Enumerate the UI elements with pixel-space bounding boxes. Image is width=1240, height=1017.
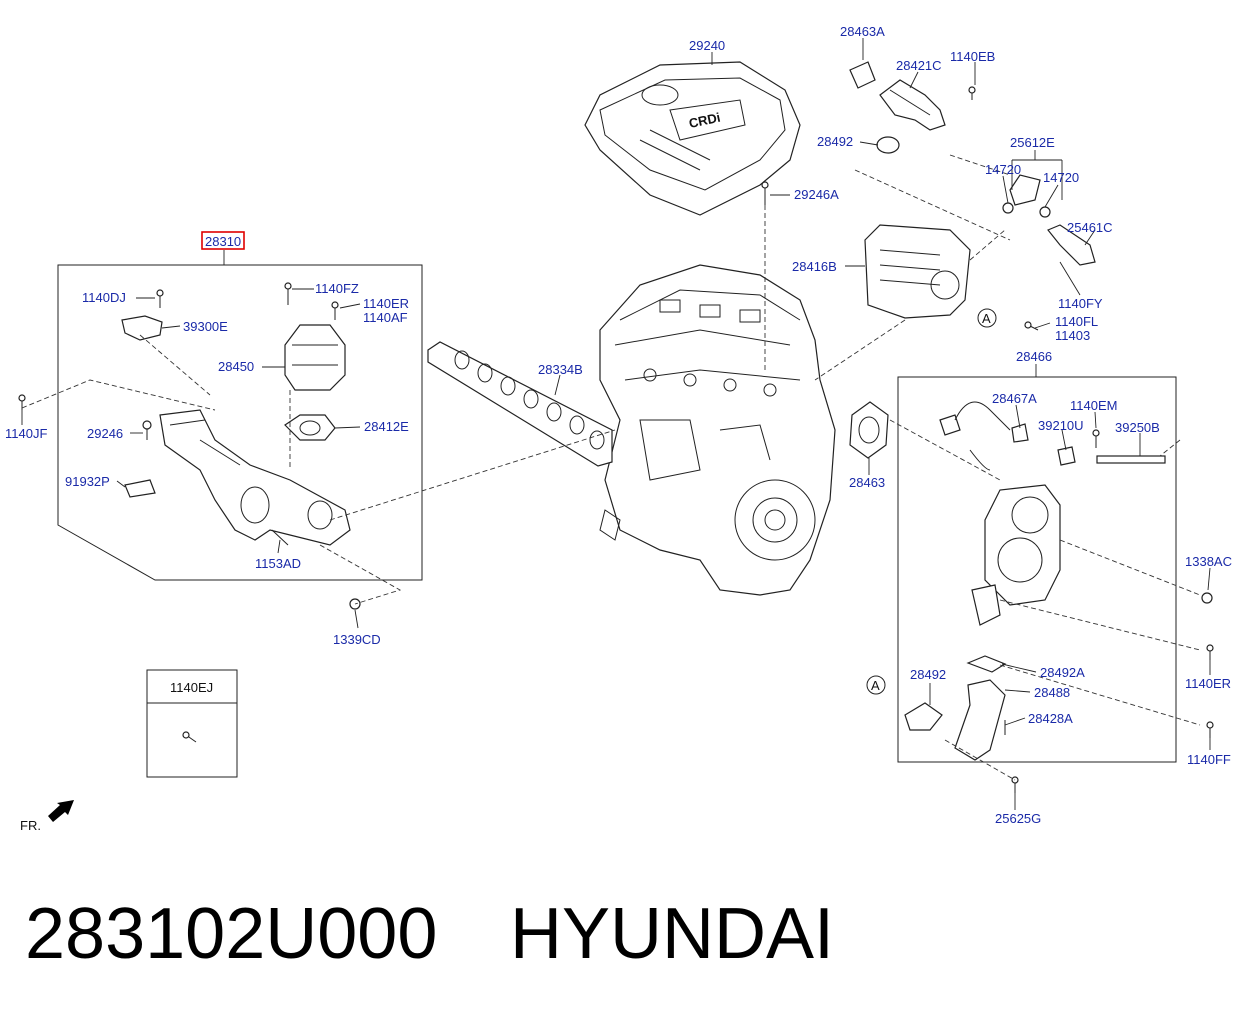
egr-pipe-28421C-part <box>849 61 946 154</box>
bolt-icon <box>18 181 769 743</box>
intake-manifold-part <box>159 409 351 546</box>
leader-lines <box>21 38 1211 810</box>
part-label-1338AC[interactable]: 1338AC <box>1185 554 1232 569</box>
part-label-28463A[interactable]: 28463A <box>840 24 885 39</box>
front-label: FR. <box>20 818 41 833</box>
reference-a-label: A <box>871 678 880 693</box>
throttle-body-part <box>284 324 346 391</box>
connection-lines <box>21 154 1201 781</box>
reference-box-1140EJ <box>146 669 238 778</box>
part-label-25625G[interactable]: 25625G <box>995 811 1041 826</box>
part-label-25612E[interactable]: 25612E <box>1010 135 1055 150</box>
part-label-28492[interactable]: 28492 <box>817 134 853 149</box>
part-label-14720[interactable]: 14720 <box>985 162 1021 177</box>
part-label-14720[interactable]: 14720 <box>1043 170 1079 185</box>
part-label-1140EJ[interactable]: 1140EJ <box>170 680 213 695</box>
egr-gasket-28463-part <box>849 401 889 459</box>
part-label-29240[interactable]: 29240 <box>689 38 725 53</box>
footer-part-number: 283102U000 <box>25 894 437 974</box>
part-label-1140EM[interactable]: 1140EM <box>1070 398 1117 413</box>
part-label-28492A[interactable]: 28492A <box>1040 665 1085 680</box>
egr-hose-part <box>1009 174 1096 266</box>
part-label-1140ER-right[interactable]: 1140ER <box>1185 676 1231 691</box>
part-label-39300E[interactable]: 39300E <box>183 319 228 334</box>
part-label-28310[interactable]: 28310 <box>205 234 241 249</box>
part-label-1140FY[interactable]: 1140FY <box>1058 296 1103 311</box>
part-label-1140FZ[interactable]: 1140FZ <box>315 281 359 296</box>
throttle-gasket-part <box>284 414 336 441</box>
svg-text:CRDi: CRDi <box>688 110 722 131</box>
assembly-box-28310 <box>57 264 423 581</box>
egr-valve-part <box>971 484 1061 626</box>
part-label-1140ER[interactable]: 1140ER <box>363 296 409 311</box>
part-label-25461C[interactable]: 25461C <box>1067 220 1113 235</box>
bracket-91932P-part <box>124 479 156 498</box>
part-label-28412E[interactable]: 28412E <box>364 419 409 434</box>
engine-cover-part: CRDi <box>584 61 801 216</box>
part-label-28466[interactable]: 28466 <box>1016 349 1052 364</box>
part-label-29246A[interactable]: 29246A <box>794 187 839 202</box>
reference-a-label: A <box>982 311 991 326</box>
part-label-28416B[interactable]: 28416B <box>792 259 837 274</box>
part-label-28334B[interactable]: 28334B <box>538 362 583 377</box>
front-arrow-icon <box>48 800 74 822</box>
part-label-1140EB[interactable]: 1140EB <box>950 49 995 64</box>
bolt-icon <box>1004 429 1214 793</box>
part-label-1153AD[interactable]: 1153AD <box>255 556 301 571</box>
part-label-39210U[interactable]: 39210U <box>1038 418 1084 433</box>
part-label-11403[interactable]: 11403 <box>1055 328 1090 343</box>
reference-circle-a <box>866 675 886 695</box>
egr-cooler-part <box>864 224 971 319</box>
clamp-icon <box>968 86 1051 331</box>
assembly-box-28466 <box>897 376 1177 763</box>
part-label-1140AF[interactable]: 1140AF <box>363 310 408 325</box>
part-label-29246[interactable]: 29246 <box>87 426 123 441</box>
engine-block-part <box>599 264 836 596</box>
part-label-28450[interactable]: 28450 <box>218 359 254 374</box>
part-label-1140FF[interactable]: 1140FF <box>1187 752 1231 767</box>
highlight-box <box>201 231 245 250</box>
part-label-1140DJ[interactable]: 1140DJ <box>82 290 126 305</box>
part-label-1339CD[interactable]: 1339CD <box>333 632 381 647</box>
part-label-28463[interactable]: 28463 <box>849 475 885 490</box>
intake-gasket-part <box>427 341 613 467</box>
egr-pipe-28428A-part <box>904 655 1007 761</box>
footer-brand: HYUNDAI <box>510 894 834 974</box>
part-label-28421C[interactable]: 28421C <box>896 58 942 73</box>
part-label-28467A[interactable]: 28467A <box>992 391 1037 406</box>
part-label-91932P[interactable]: 91932P <box>65 474 110 489</box>
egr-rod-part <box>1096 455 1166 464</box>
part-label-1140JF[interactable]: 1140JF <box>5 426 47 441</box>
part-label-39250B[interactable]: 39250B <box>1115 420 1160 435</box>
egr-sensor-part <box>939 401 1076 471</box>
part-label-28488[interactable]: 28488 <box>1034 685 1070 700</box>
part-label-28428A[interactable]: 28428A <box>1028 711 1073 726</box>
sensor-39300E-part <box>121 315 163 341</box>
part-label-28492-lower[interactable]: 28492 <box>910 667 946 682</box>
part-label-1140FL[interactable]: 1140FL <box>1055 314 1098 329</box>
reference-circle-a <box>977 308 997 328</box>
